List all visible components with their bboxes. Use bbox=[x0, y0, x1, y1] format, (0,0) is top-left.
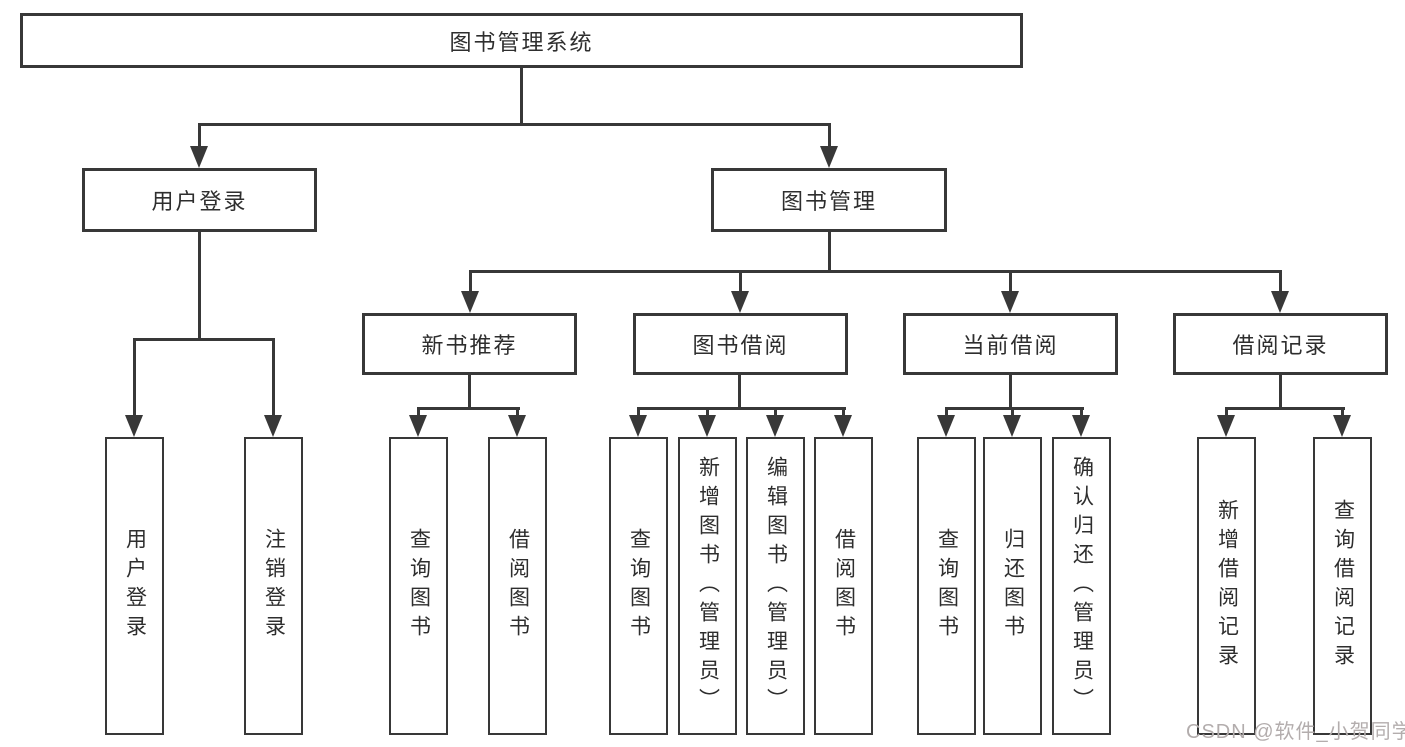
leaf-query-books-borrowing: 查询图书 bbox=[609, 437, 668, 735]
node-book-management: 图书管理 bbox=[711, 168, 947, 232]
connector-stem bbox=[828, 232, 831, 272]
leaf-borrow-books-recommend: 借阅图书 bbox=[488, 437, 547, 735]
leaf-query-books-recommend: 查询图书 bbox=[389, 437, 448, 735]
connector-bus bbox=[469, 270, 1282, 273]
leaf-logout: 注销登录 bbox=[244, 437, 303, 735]
leaf-add-borrow-record: 新增借阅记录 bbox=[1197, 437, 1256, 735]
connector-drop bbox=[945, 407, 948, 415]
arrow-down-icon bbox=[1217, 415, 1235, 437]
leaf-query-books-current: 查询图书 bbox=[917, 437, 976, 735]
connector-drop bbox=[469, 270, 472, 291]
leaf-query-borrow-record: 查询借阅记录 bbox=[1313, 437, 1372, 735]
connector-stem bbox=[1279, 375, 1282, 409]
connector-bus bbox=[133, 338, 275, 341]
arrow-down-icon bbox=[508, 415, 526, 437]
arrow-down-icon bbox=[834, 415, 852, 437]
connector-stem bbox=[198, 232, 201, 340]
arrow-down-icon bbox=[1001, 291, 1019, 313]
connector-drop bbox=[1011, 407, 1014, 415]
connector-drop bbox=[774, 407, 777, 415]
arrow-down-icon bbox=[1072, 415, 1090, 437]
connector-drop bbox=[198, 123, 201, 146]
arrow-down-icon bbox=[731, 291, 749, 313]
arrow-down-icon bbox=[1003, 415, 1021, 437]
leaf-edit-books-admin: 编辑图书（管理员） bbox=[746, 437, 805, 735]
arrow-down-icon bbox=[820, 146, 838, 168]
leaf-borrow-books: 借阅图书 bbox=[814, 437, 873, 735]
arrow-down-icon bbox=[190, 146, 208, 168]
connector-bus bbox=[417, 407, 520, 410]
connector-drop bbox=[637, 407, 640, 415]
leaf-user-login: 用户登录 bbox=[105, 437, 164, 735]
connector-drop bbox=[133, 338, 136, 415]
arrow-down-icon bbox=[409, 415, 427, 437]
leaf-return-books: 归还图书 bbox=[983, 437, 1042, 735]
connector-bus bbox=[198, 123, 831, 126]
node-new-book-recommend: 新书推荐 bbox=[362, 313, 577, 375]
connector-bus bbox=[637, 407, 846, 410]
connector-stem bbox=[520, 68, 523, 125]
connector-drop bbox=[272, 338, 275, 415]
node-library-management-system: 图书管理系统 bbox=[20, 13, 1023, 68]
connector-stem bbox=[1009, 375, 1012, 409]
connector-drop bbox=[516, 407, 519, 415]
connector-stem bbox=[738, 375, 741, 409]
csdn-watermark: CSDN @软件_小贺同学 bbox=[1186, 721, 1405, 743]
connector-bus bbox=[1225, 407, 1345, 410]
connector-drop bbox=[828, 123, 831, 146]
arrow-down-icon bbox=[937, 415, 955, 437]
node-current-borrowing: 当前借阅 bbox=[903, 313, 1118, 375]
connector-drop bbox=[739, 270, 742, 291]
arrow-down-icon bbox=[629, 415, 647, 437]
connector-drop bbox=[842, 407, 845, 415]
node-book-borrowing: 图书借阅 bbox=[633, 313, 848, 375]
connector-drop bbox=[1279, 270, 1282, 291]
connector-drop bbox=[1009, 270, 1012, 291]
connector-bus bbox=[945, 407, 1084, 410]
node-borrowing-records: 借阅记录 bbox=[1173, 313, 1388, 375]
arrow-down-icon bbox=[698, 415, 716, 437]
connector-drop bbox=[1225, 407, 1228, 415]
arrow-down-icon bbox=[1333, 415, 1351, 437]
connector-drop bbox=[1341, 407, 1344, 415]
arrow-down-icon bbox=[264, 415, 282, 437]
arrow-down-icon bbox=[461, 291, 479, 313]
arrow-down-icon bbox=[125, 415, 143, 437]
leaf-add-books-admin: 新增图书（管理员） bbox=[678, 437, 737, 735]
connector-drop bbox=[706, 407, 709, 415]
arrow-down-icon bbox=[1271, 291, 1289, 313]
leaf-confirm-return-admin: 确认归还（管理员） bbox=[1052, 437, 1111, 735]
connector-drop bbox=[417, 407, 420, 415]
connector-stem bbox=[468, 375, 471, 409]
connector-drop bbox=[1080, 407, 1083, 415]
arrow-down-icon bbox=[766, 415, 784, 437]
node-user-login: 用户登录 bbox=[82, 168, 317, 232]
